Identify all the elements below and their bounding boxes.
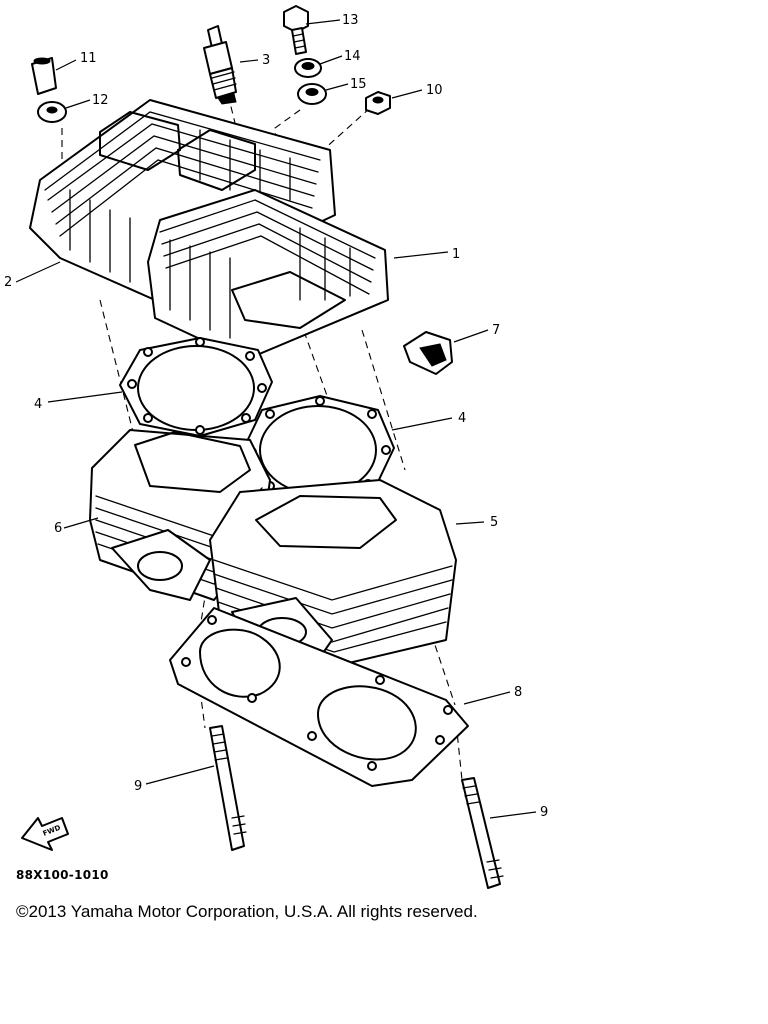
- washer-14: [294, 58, 322, 78]
- callout-6: 6: [54, 521, 62, 536]
- stud-right: [461, 777, 504, 889]
- callout-1: 1: [452, 247, 460, 262]
- callout-12: 12: [92, 93, 109, 108]
- callout-5: 5: [490, 515, 498, 530]
- washer-15: [297, 83, 327, 105]
- leader-lines: [15, 19, 537, 819]
- head-bolt: [283, 5, 309, 55]
- copyright-notice: ©2013 Yamaha Motor Corporation, U.S.A. A…: [16, 902, 478, 921]
- stud-left: [209, 725, 247, 851]
- callout-8: 8: [514, 685, 522, 700]
- spark-plug: [203, 25, 237, 105]
- callout-9a: 9: [134, 779, 142, 794]
- callout-3: 3: [262, 53, 270, 68]
- washer-12: [37, 101, 67, 123]
- callout-7: 7: [492, 323, 500, 338]
- callout-labels: 1 2 3 4 4 5 6 7 8 9 9 10 11 12 13 14 15: [4, 13, 548, 820]
- collar: [31, 57, 57, 95]
- front-direction-icon: FWD: [21, 817, 69, 851]
- head-gasket-rear: [119, 337, 273, 437]
- callout-15: 15: [350, 77, 367, 92]
- callout-13: 13: [342, 13, 359, 28]
- callout-9b: 9: [540, 805, 548, 820]
- intake-gasket: [403, 331, 453, 375]
- base-gasket: [169, 607, 469, 787]
- callout-2: 2: [4, 275, 12, 290]
- cylinder-head-front: [147, 189, 389, 361]
- callout-14: 14: [344, 49, 361, 64]
- callout-4b: 4: [458, 411, 466, 426]
- callout-11: 11: [80, 51, 97, 66]
- callout-4a: 4: [34, 397, 42, 412]
- drawing-code: 88X100-1010: [16, 868, 109, 882]
- callout-10: 10: [426, 83, 443, 98]
- hex-nut: [365, 91, 391, 115]
